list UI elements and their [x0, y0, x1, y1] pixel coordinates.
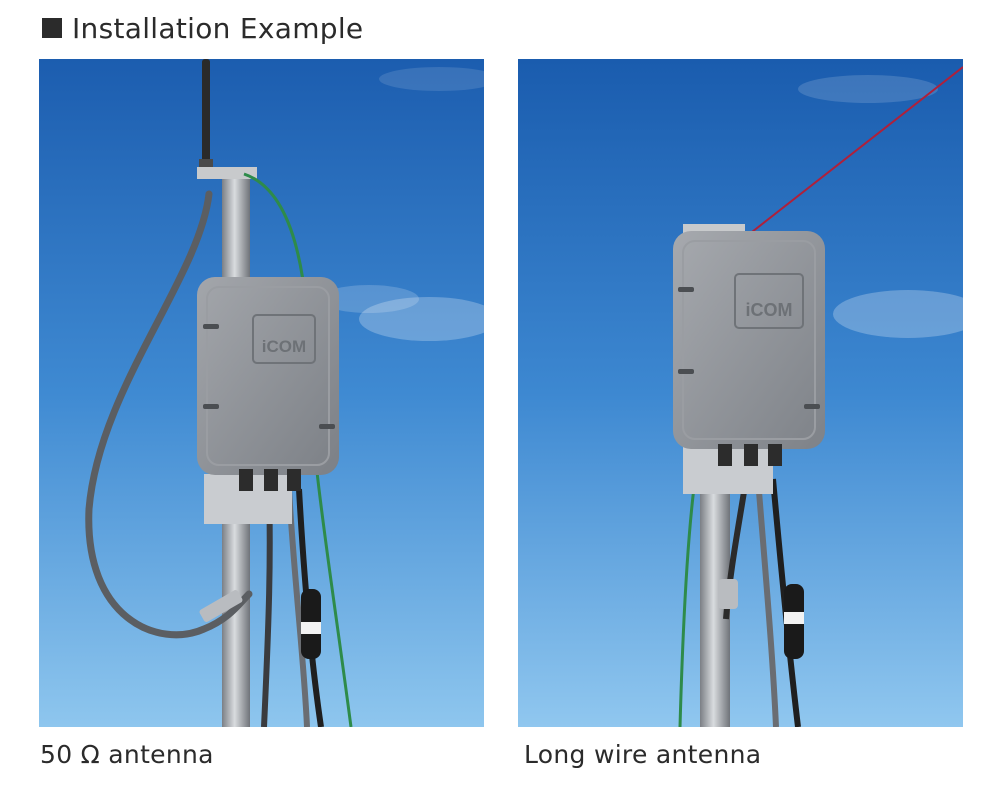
- caption-long-wire-antenna: Long wire antenna: [524, 740, 762, 769]
- photo-50-ohm-antenna: iCOM: [39, 59, 484, 727]
- photo-long-wire-antenna: iCOM: [518, 59, 963, 727]
- installation-photo-left: iCOM: [39, 59, 484, 727]
- brand-logo-left: iCOM: [262, 337, 306, 356]
- installation-photo-right: iCOM: [518, 59, 963, 727]
- section-title: Installation Example: [72, 11, 364, 45]
- section-heading: Installation Example: [42, 10, 363, 46]
- black-square-icon: [42, 18, 62, 38]
- caption-50-ohm-antenna: 50 Ω antenna: [40, 740, 214, 769]
- brand-logo-right: iCOM: [746, 300, 793, 320]
